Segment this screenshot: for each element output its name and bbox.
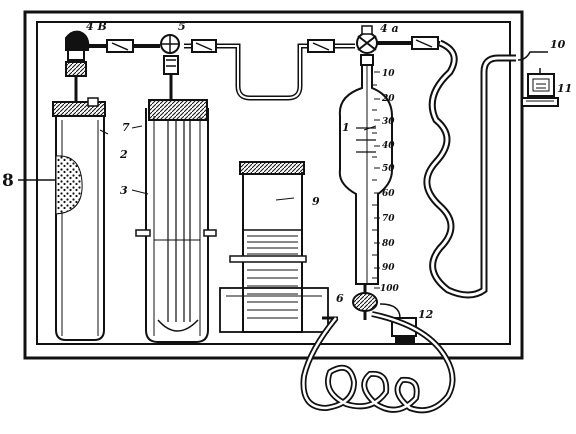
scale-label: 20 — [381, 94, 395, 104]
burette-1 — [338, 65, 393, 289]
top-tubing — [88, 36, 440, 101]
scale-label: 80 — [382, 239, 395, 249]
scale-label: 70 — [382, 214, 395, 224]
label-12: 12 — [418, 308, 434, 321]
burette-ticks — [372, 71, 380, 289]
cylinder-2 — [52, 97, 106, 341]
connector-d — [411, 36, 439, 50]
scale-label: 40 — [382, 141, 395, 151]
monitor-11 — [521, 73, 559, 107]
label-3: 3 — [120, 184, 128, 197]
valve-5 — [160, 34, 180, 100]
label-6: 6 — [336, 292, 344, 305]
scale-label: 30 — [382, 117, 395, 127]
scale-label: 100 — [380, 284, 400, 294]
label-9: 9 — [312, 195, 320, 208]
cylinder-3 — [135, 99, 217, 343]
valve-4a — [356, 25, 378, 66]
label-4a: 4 a — [380, 22, 399, 35]
label-7: 7 — [122, 121, 130, 134]
label-8: 8 — [2, 171, 14, 191]
wavy-tube — [423, 39, 516, 299]
frame-inner — [36, 21, 511, 345]
label-11: 11 — [557, 82, 572, 95]
coiled-hose — [300, 311, 456, 414]
label-1: 1 — [342, 121, 350, 134]
beaker-9 — [229, 161, 307, 333]
part-8-blob — [18, 155, 83, 215]
label-4b: 4 B — [86, 20, 107, 33]
valve-6 — [352, 284, 378, 320]
label-2: 2 — [119, 148, 128, 161]
label-10: 10 — [550, 38, 566, 51]
frame-outer — [23, 10, 524, 360]
scale-label: 10 — [382, 69, 395, 79]
scale-label: 90 — [382, 263, 395, 273]
scale-label: 50 — [382, 164, 395, 174]
scale-label: 60 — [382, 189, 395, 199]
valve-4b — [65, 30, 90, 102]
label-5: 5 — [178, 20, 186, 33]
